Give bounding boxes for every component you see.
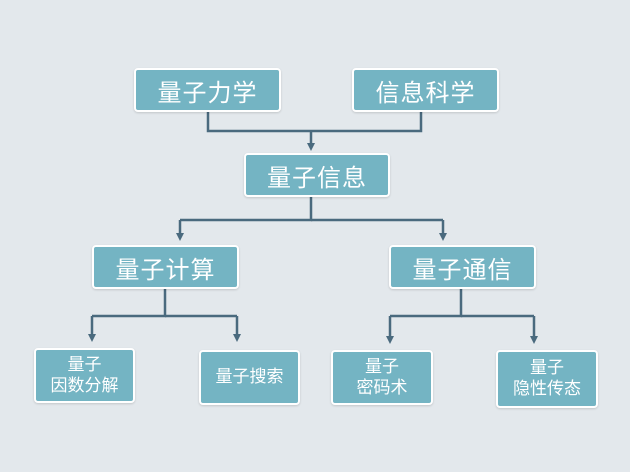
node-quantum-computing: 量子计算: [92, 245, 239, 289]
node-quantum-teleportation: 量子 隐性传态: [496, 350, 598, 408]
node-quantum-mechanics: 量子力学: [134, 68, 281, 112]
node-quantum-factorization: 量子 因数分解: [34, 348, 135, 403]
connector-mechanics-science-merge: [206, 111, 423, 133]
connector-computing-split: [92, 288, 167, 318]
connector-information-split: [180, 197, 313, 222]
node-quantum-search: 量子搜索: [199, 350, 300, 405]
node-information-science: 信息科学: [352, 68, 499, 112]
connector-communication-split: [390, 288, 463, 318]
node-quantum-information: 量子信息: [244, 153, 390, 197]
node-quantum-communication: 量子通信: [389, 245, 536, 289]
node-quantum-cryptography: 量子 密码术: [331, 350, 433, 405]
